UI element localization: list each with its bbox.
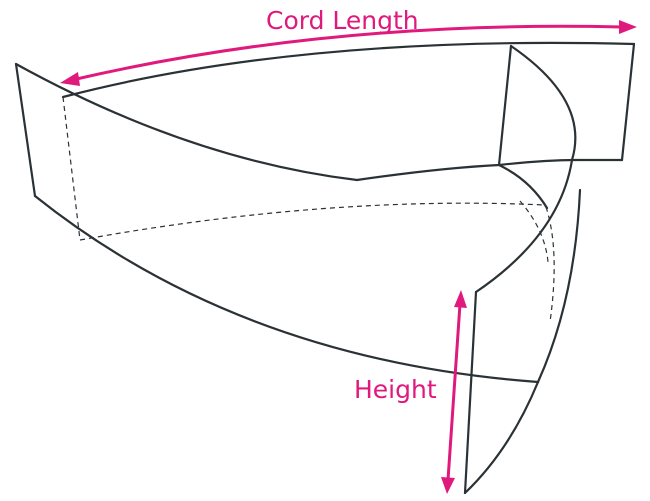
top-back-edge — [61, 41, 636, 99]
hidden-right-vertical — [545, 206, 555, 323]
top-front-edge — [14, 62, 359, 182]
middle-seam-edge — [355, 158, 578, 182]
cord-length-arrowhead-left — [60, 72, 80, 86]
left-end-edge — [14, 62, 37, 198]
cord-length-arrowhead-right — [619, 20, 637, 34]
panel-outline — [14, 41, 636, 495]
height-arrowhead-top — [454, 290, 467, 308]
inner-diagonal-edge — [497, 163, 549, 210]
near-end-bottom-curve — [463, 380, 540, 495]
hidden-back-bottom-curve — [79, 202, 546, 241]
right-end-outer-edge — [620, 42, 636, 162]
height-arrow-line — [446, 302, 462, 482]
hidden-left-vertical — [62, 96, 81, 241]
inner-curve-sweep — [474, 158, 574, 294]
height-label: Height — [354, 375, 437, 404]
cord-length-arrow-line — [70, 24, 624, 82]
height-arrowhead-bottom — [441, 477, 455, 494]
bottom-front-edge — [33, 194, 540, 384]
cord-length-dimension: Cord Length — [60, 6, 637, 86]
height-dimension: Height — [354, 290, 467, 494]
near-end-top-edge — [463, 290, 478, 495]
cord-length-label: Cord Length — [266, 6, 419, 35]
hidden-edges — [62, 96, 555, 323]
inner-curve-top — [509, 44, 577, 162]
outer-curve-vertical — [536, 188, 582, 384]
inner-corner-vertical-edge — [497, 44, 513, 167]
